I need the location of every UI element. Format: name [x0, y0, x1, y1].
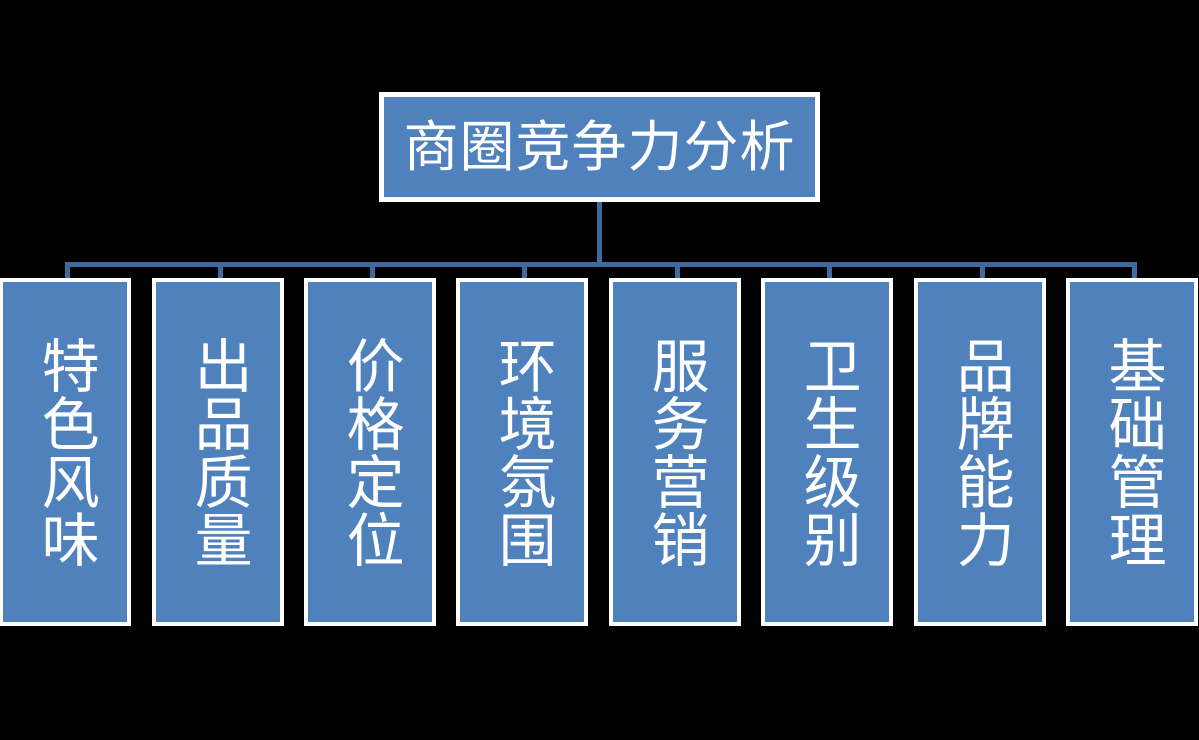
child-node-6[interactable]: 卫生级别 [761, 278, 893, 626]
child-node-8-fill: 基础管理 [1070, 282, 1194, 622]
root-node-label: 商圈竞争力分析 [403, 116, 796, 178]
child-node-5-label: 服务营销 [642, 336, 708, 568]
connector-drop-3 [370, 262, 375, 282]
child-node-3-fill: 价格定位 [308, 282, 432, 622]
connector-drop-5 [675, 262, 680, 282]
child-node-5-fill: 服务营销 [613, 282, 737, 622]
connector-drop-4 [522, 262, 527, 282]
connector-root-stem [597, 202, 602, 266]
root-node[interactable]: 商圈竞争力分析 [379, 92, 820, 202]
child-node-3-label: 价格定位 [337, 336, 403, 568]
connector-horizontal-bus [65, 262, 1137, 267]
child-node-1-label: 特色风味 [32, 336, 98, 568]
child-node-1[interactable]: 特色风味 [0, 278, 131, 626]
child-node-8[interactable]: 基础管理 [1066, 278, 1198, 626]
child-node-2-fill: 出品质量 [156, 282, 280, 622]
child-node-3[interactable]: 价格定位 [304, 278, 436, 626]
connector-drop-1 [65, 262, 70, 282]
child-node-7-fill: 品牌能力 [918, 282, 1042, 622]
connector-drop-7 [980, 262, 985, 282]
child-node-7-label: 品牌能力 [947, 336, 1013, 568]
child-node-4-label: 环境氛围 [489, 336, 555, 568]
child-node-7[interactable]: 品牌能力 [914, 278, 1046, 626]
child-node-6-label: 卫生级别 [794, 336, 860, 568]
child-node-2[interactable]: 出品质量 [152, 278, 284, 626]
connector-drop-6 [827, 262, 832, 282]
connector-drop-8 [1132, 262, 1137, 282]
child-node-5[interactable]: 服务营销 [609, 278, 741, 626]
child-node-4[interactable]: 环境氛围 [456, 278, 588, 626]
child-node-4-fill: 环境氛围 [460, 282, 584, 622]
child-node-6-fill: 卫生级别 [765, 282, 889, 622]
child-node-1-fill: 特色风味 [3, 282, 127, 622]
connector-drop-2 [218, 262, 223, 282]
child-node-2-label: 出品质量 [185, 336, 251, 568]
root-node-fill: 商圈竞争力分析 [384, 97, 815, 197]
child-node-8-label: 基础管理 [1099, 336, 1165, 568]
